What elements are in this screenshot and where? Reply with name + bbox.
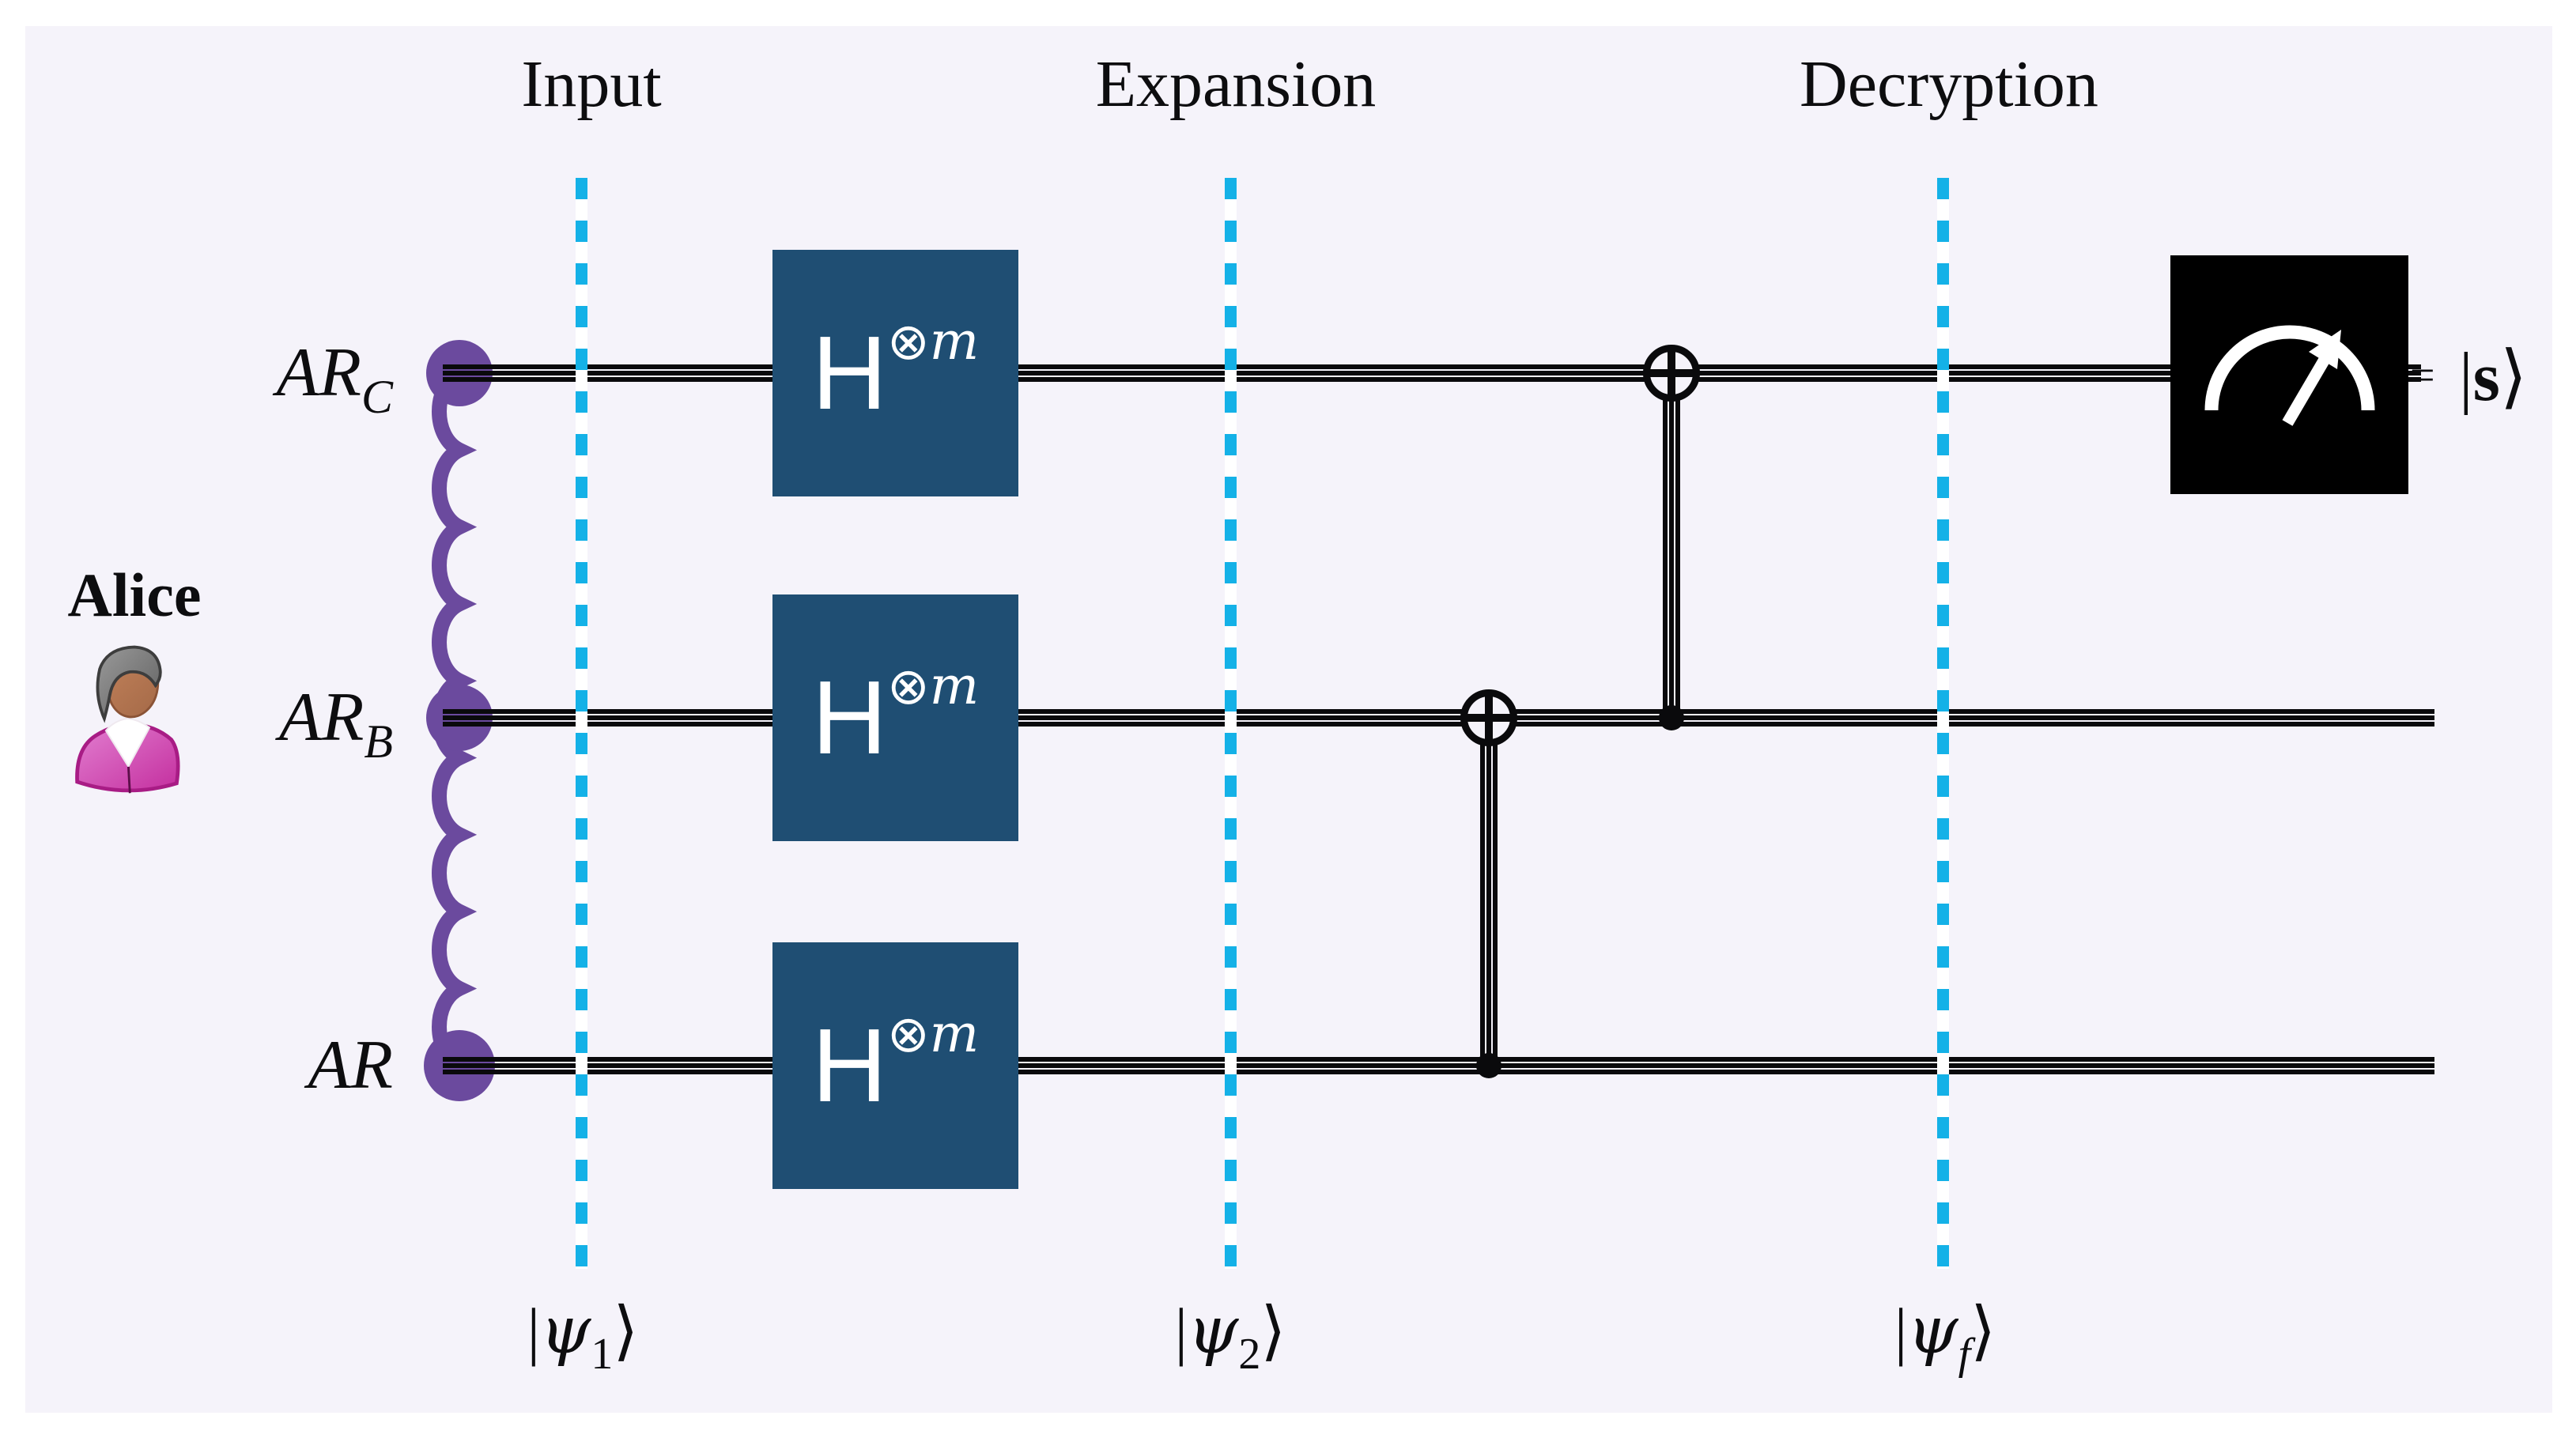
output-symbol: s: [2472, 339, 2500, 416]
phase-label-input: Input: [521, 47, 662, 121]
cnot-cross-vertical: [1485, 695, 1493, 741]
wire-label-arb: ARB: [278, 679, 393, 768]
output-equals-sign: =: [2410, 351, 2435, 400]
quantum-wire-arc: [443, 364, 2421, 382]
wire-label-ar: AR: [308, 1027, 393, 1104]
phase-divider-input-line: [576, 178, 587, 1269]
tensor-operator: ⊗: [887, 658, 930, 716]
phase-divider-expansion-line: [1225, 178, 1237, 1269]
state-label-psi1: |ψ1⟩: [527, 1293, 639, 1379]
phase-label-decryption: Decryption: [1800, 47, 2098, 121]
cnot-control-dot-bottom: [1476, 1053, 1501, 1078]
gauge-meter-icon: [2204, 325, 2375, 426]
gate-base-label: H: [811, 315, 888, 431]
tensor-operator: ⊗: [887, 1006, 930, 1064]
state-label-psif: |ψf⟩: [1894, 1293, 1996, 1379]
gate-exponent: m: [929, 311, 980, 372]
hadamard-gate-arc: H⊗m: [772, 250, 1018, 496]
output-state-ket: |s⟩: [2459, 335, 2528, 417]
cnot-target-icon-middle: [1460, 689, 1517, 746]
measurement-box: [2170, 255, 2408, 494]
person-icon: [75, 645, 180, 794]
tensor-operator: ⊗: [887, 313, 930, 372]
cnot-connector-top: [1663, 379, 1680, 718]
phase-divider-decryption-line: [1937, 178, 1949, 1269]
cnot-target-icon-top: [1643, 345, 1700, 402]
hadamard-gate-ar: H⊗m: [772, 942, 1018, 1189]
gate-exponent: m: [929, 1003, 980, 1064]
wire-label-arc: ARC: [276, 334, 393, 423]
gate-exponent: m: [929, 655, 980, 716]
actor-name-label: Alice: [67, 560, 202, 629]
state-label-psi2: |ψ2⟩: [1174, 1293, 1286, 1379]
cnot-control-dot-middle: [1659, 705, 1684, 730]
hadamard-gate-arb: H⊗m: [772, 594, 1018, 841]
cnot-cross-vertical: [1668, 350, 1675, 396]
gate-base-label: H: [811, 659, 888, 776]
phase-label-expansion: Expansion: [1095, 47, 1377, 121]
gate-base-label: H: [811, 1007, 888, 1123]
quantum-wire-ar: [443, 1057, 2434, 1074]
cnot-connector-middle: [1480, 724, 1498, 1066]
quantum-wire-arb: [443, 709, 2434, 727]
